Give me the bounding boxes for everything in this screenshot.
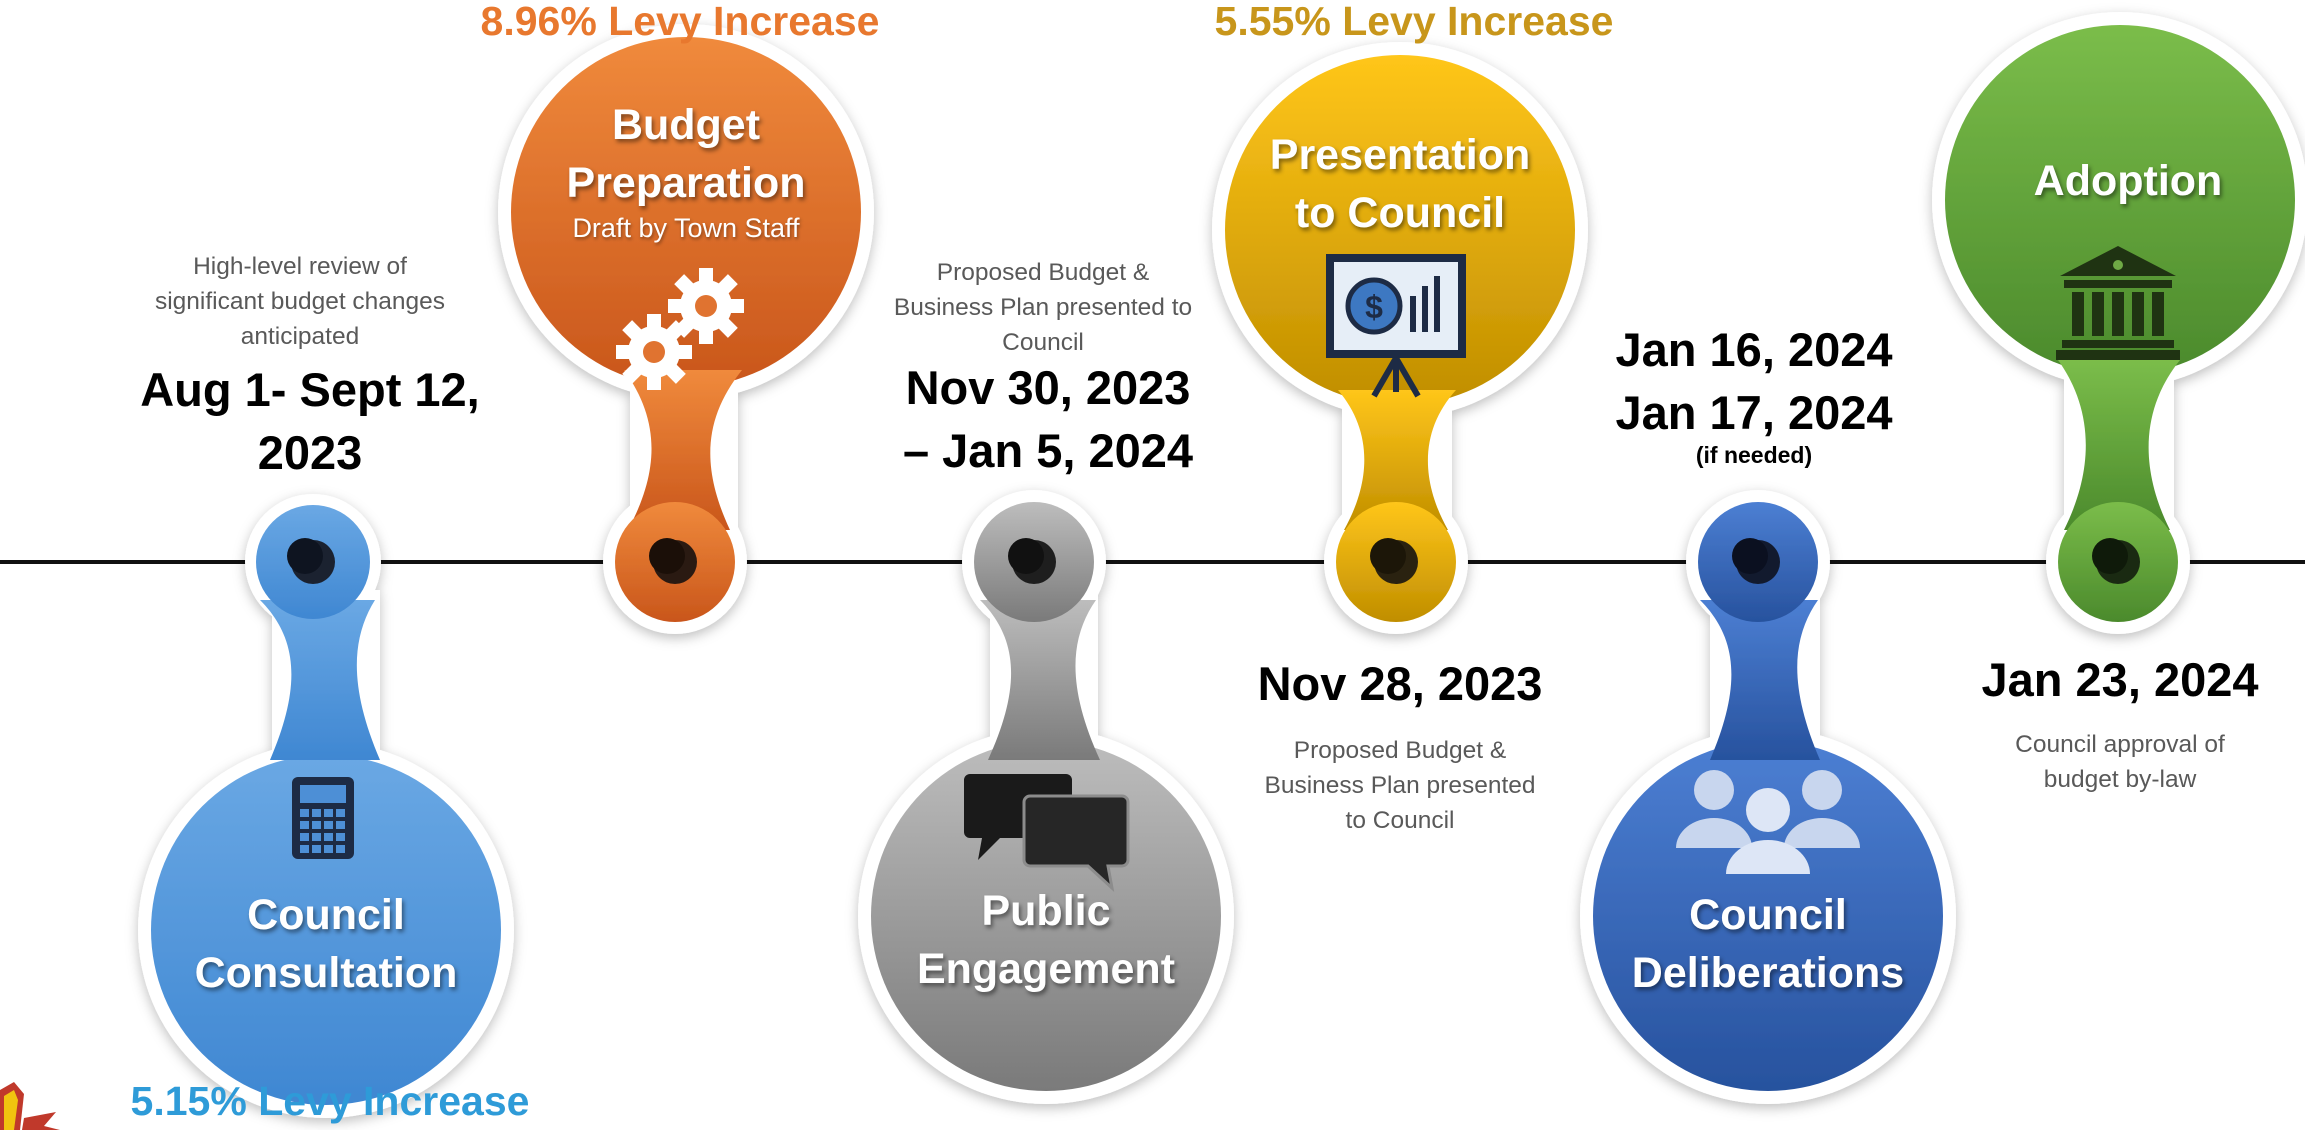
description-line: Proposed Budget & xyxy=(936,259,1150,286)
description-line: Council approval of xyxy=(2015,731,2225,758)
date-line: 2023 xyxy=(257,426,363,480)
adoption-date: Jan 23, 2024 xyxy=(1920,648,2305,711)
title-line: to Council xyxy=(1294,189,1506,238)
description-line: Proposed Budget & xyxy=(1293,737,1507,764)
timeline-dots xyxy=(287,538,2140,584)
preparation-title: Budget Preparation xyxy=(536,96,836,213)
building-columns-icon xyxy=(2056,246,2180,360)
description-line: High-level review of xyxy=(193,253,407,280)
title-line: Deliberations xyxy=(1631,949,1905,998)
stage-council-consultation xyxy=(138,494,514,1118)
engagement-title: Public Engagement xyxy=(896,882,1196,999)
people-group-icon xyxy=(1676,770,1860,874)
title-line: Consultation xyxy=(194,949,458,998)
deliberations-title: Council Deliberations xyxy=(1608,886,1928,1003)
stage-adoption xyxy=(1932,12,2305,634)
description-line: Business Plan presented to xyxy=(893,293,1193,321)
date-line: Jan 17, 2024 xyxy=(1615,386,1893,440)
svg-text:$: $ xyxy=(1365,289,1383,325)
description-line: significant budget changes xyxy=(154,287,446,315)
title-line: Budget xyxy=(611,101,761,149)
title-line: Public xyxy=(981,887,1111,935)
consultation-date: Aug 1- Sept 12, 2023 xyxy=(110,358,510,485)
calculator-icon xyxy=(292,777,354,859)
date-line: Jan 23, 2024 xyxy=(1981,653,2259,706)
deliberations-date: Jan 16, 2024 Jan 17, 2024 xyxy=(1554,318,1954,445)
date-line: Jan 16, 2024 xyxy=(1615,323,1893,376)
title-line: Presentation xyxy=(1269,131,1531,179)
stage-public-engagement xyxy=(858,490,1234,1104)
title-line: Preparation xyxy=(566,159,806,208)
date-line: Aug 1- Sept 12, xyxy=(140,363,480,416)
title-line: Council xyxy=(247,891,405,939)
title-line: Adoption xyxy=(2033,157,2223,205)
description-line: Council xyxy=(1002,328,1084,356)
date-line: – Jan 5, 2024 xyxy=(902,424,1194,478)
date-line: Nov 28, 2023 xyxy=(1257,657,1543,710)
presentation-board-icon: $ xyxy=(1326,254,1466,398)
date-line: Nov 30, 2023 xyxy=(905,361,1191,414)
title-line: Council xyxy=(1689,891,1847,939)
engagement-date: Nov 30, 2023 – Jan 5, 2024 xyxy=(848,356,1248,483)
presentation-description: Proposed Budget & Business Plan presente… xyxy=(1225,734,1575,838)
presentation-title: Presentation to Council xyxy=(1240,126,1560,243)
presentation-date: Nov 28, 2023 xyxy=(1200,652,1600,715)
gears-icon xyxy=(616,268,744,390)
adoption-description: Council approval of budget by-law xyxy=(1945,728,2295,798)
stage-council-deliberations xyxy=(1580,490,1956,1104)
deliberations-note: (if needed) xyxy=(1695,442,1813,468)
description-line: Business Plan presented xyxy=(1264,771,1536,799)
stage-budget-preparation xyxy=(498,24,874,634)
consultation-title: Council Consultation xyxy=(176,886,476,1003)
chat-bubbles-icon xyxy=(964,774,1130,893)
engagement-description: Proposed Budget & Business Plan presente… xyxy=(868,256,1218,360)
description-line: anticipated xyxy=(240,322,360,350)
title-line: Engagement xyxy=(916,945,1176,994)
adoption-title: Adoption xyxy=(1978,152,2278,210)
preparation-subtitle: Draft by Town Staff xyxy=(572,213,800,243)
town-crest-logo xyxy=(0,1082,60,1130)
description-line: to Council xyxy=(1345,806,1455,834)
consultation-description: High-level review of significant budget … xyxy=(120,250,480,354)
preparation-levy: 8.96% Levy Increase xyxy=(480,0,880,44)
description-line: budget by-law xyxy=(2043,765,2197,793)
presentation-levy: 5.55% Levy Increase xyxy=(1214,0,1614,44)
consultation-levy: 5.15% Levy Increase xyxy=(130,1078,530,1124)
